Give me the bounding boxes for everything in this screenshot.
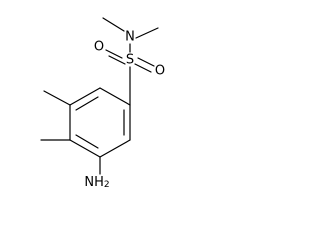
ring-bond-c1-c2 [69,87,101,106]
amine-subscript: 2 [104,180,110,190]
sulfur-label: S [126,53,134,68]
nitrogen-methyl-bond-left [102,17,125,32]
ring-bond-c6-c1 [99,87,131,106]
amide-nitrogen-label: N [125,30,135,45]
sulfur-oxygen-left-double-bond-b [108,55,126,65]
sulfur-oxygen-right-double-bond-b [134,63,152,73]
amine-label: NH2 [84,175,109,191]
benzene-ring [69,87,131,158]
ring-bond-c3-c4 [69,139,101,158]
sulfur-oxygen-left-double-bond-a [105,49,123,59]
amine-nh-text: NH [84,175,104,190]
oxygen-right-label: O [155,64,165,79]
ring-bond-c4-c5 [99,139,131,158]
oxygen-left-label: O [94,40,104,55]
structure-diagram: N S O O NH2 [40,17,165,191]
ring-double-bond-inner-2 [75,96,99,111]
ring-double-bond-inner-3 [75,134,99,149]
nitrogen-methyl-bond-right [135,27,159,39]
methyl-bond-upper [43,90,71,106]
sulfur-oxygen-right-double-bond-a [137,57,155,67]
